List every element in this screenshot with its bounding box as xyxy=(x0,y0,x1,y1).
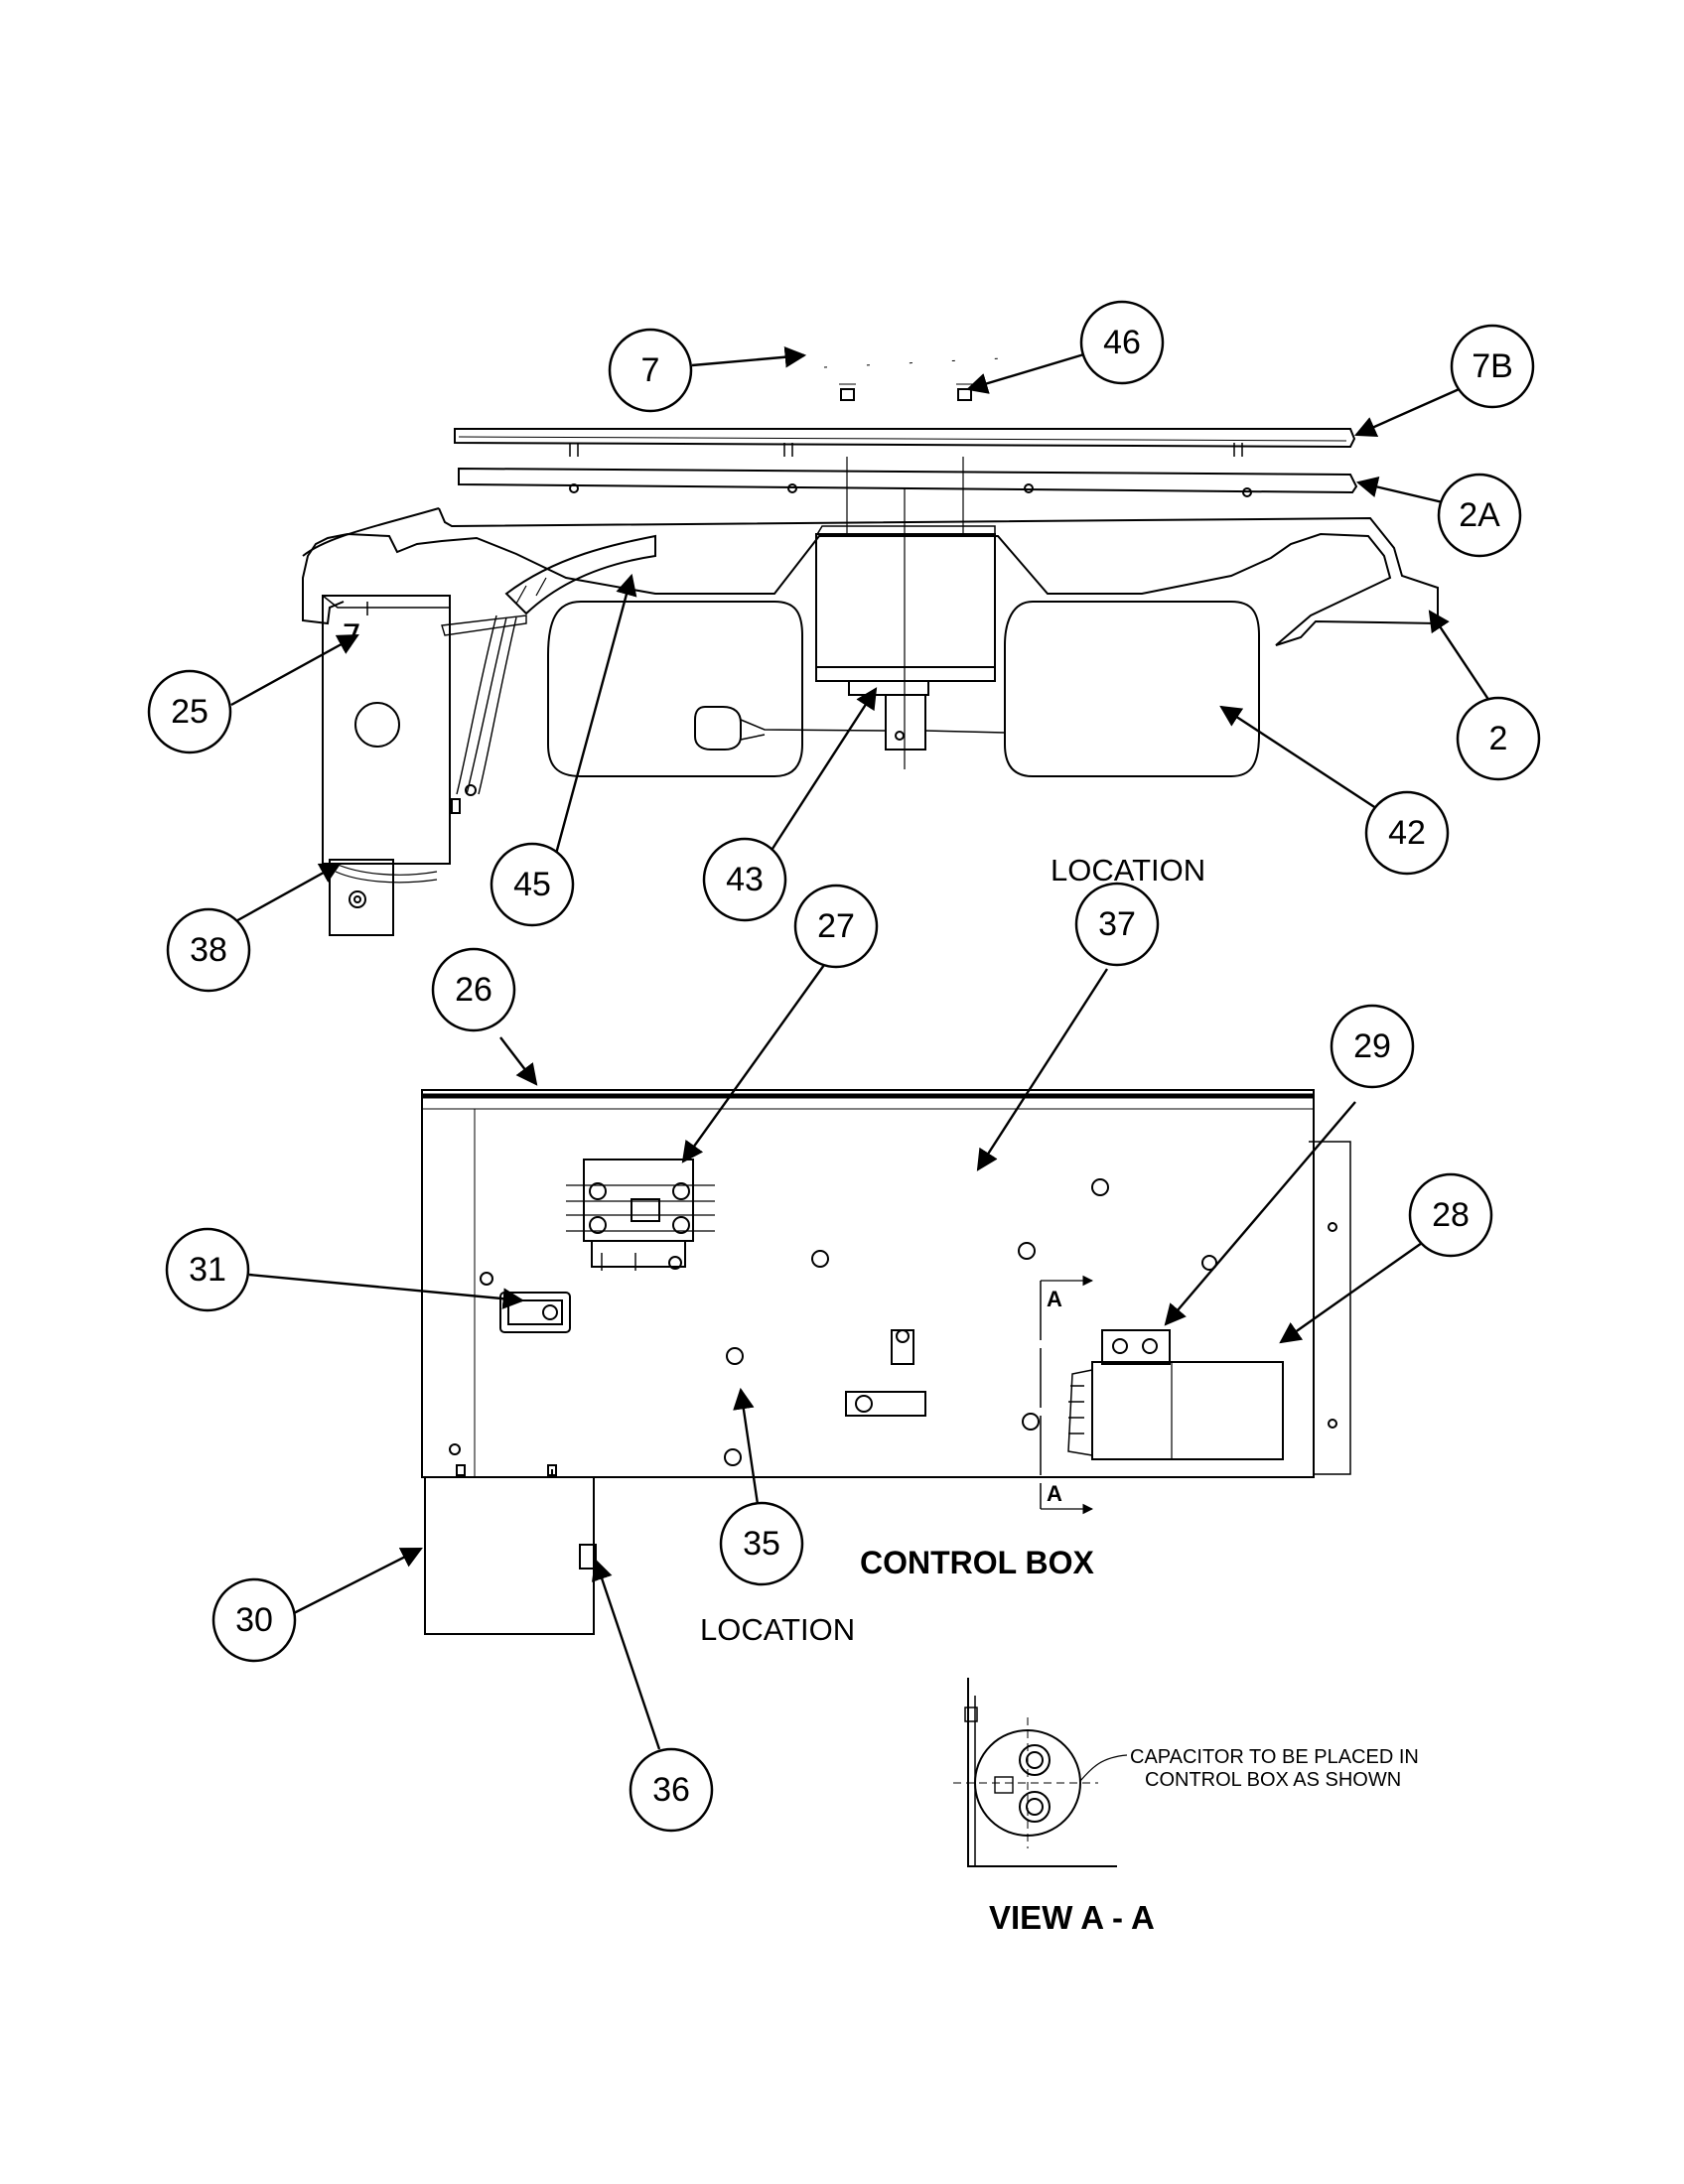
rail-7b xyxy=(454,428,1356,449)
callout-31-number: 31 xyxy=(189,1251,226,1289)
blower-wheel-right xyxy=(1004,601,1260,777)
control-box-title: CONTROL BOX xyxy=(860,1545,1095,1580)
capacitor-note-line-2: CONTROL BOX AS SHOWN xyxy=(1145,1769,1401,1791)
callout-2-number: 2 xyxy=(1489,720,1508,757)
contactor-27 xyxy=(566,1159,715,1271)
callout-42-number: 42 xyxy=(1388,814,1426,852)
callout-30-number: 30 xyxy=(235,1601,273,1639)
callout-7b-number: 7B xyxy=(1472,347,1513,385)
capacitor-note-line-1: CAPACITOR TO BE PLACED IN xyxy=(1130,1746,1419,1768)
callout-27-number: 27 xyxy=(817,907,855,945)
callout-7b: 7B xyxy=(1450,324,1535,409)
location-label-top: LOCATION xyxy=(1051,853,1205,887)
capacitor-bracket-29 xyxy=(1101,1329,1171,1365)
callout-37-number: 37 xyxy=(1098,905,1136,943)
callout-2a: 2A xyxy=(1437,473,1522,558)
plate-2a xyxy=(458,467,1358,494)
flex-tube xyxy=(504,534,656,615)
location-mark-36 xyxy=(579,1544,597,1570)
lower-box-30 xyxy=(424,1476,595,1635)
leader-lines xyxy=(230,345,1498,1750)
section-a-bottom-label: A xyxy=(1047,1481,1062,1506)
callout-37: 37 xyxy=(1074,882,1160,967)
callout-30: 30 xyxy=(211,1577,297,1663)
callout-42: 42 xyxy=(1364,790,1450,876)
callout-35: 35 xyxy=(719,1501,804,1586)
callout-29: 29 xyxy=(1330,1004,1415,1089)
callout-26-number: 26 xyxy=(455,971,492,1009)
callout-7: 7 xyxy=(608,328,693,413)
callout-27: 27 xyxy=(793,884,879,969)
capacitor-28 xyxy=(1091,1361,1284,1460)
section-a-top-label: A xyxy=(1047,1287,1062,1311)
terminal-31 xyxy=(499,1292,571,1333)
housing-body xyxy=(302,507,1439,646)
blower-wheel-left xyxy=(547,601,803,777)
callout-43-number: 43 xyxy=(726,861,764,898)
electrical-box-25 xyxy=(322,595,451,865)
callout-36: 36 xyxy=(629,1747,714,1833)
callout-7-number: 7 xyxy=(641,351,660,389)
view-title: VIEW A - A xyxy=(989,1899,1155,1936)
callout-26: 26 xyxy=(431,947,516,1032)
callout-28-number: 28 xyxy=(1432,1196,1470,1234)
handwritten-mark: 7 xyxy=(342,617,361,655)
view-a-a xyxy=(953,1678,1128,1867)
blower-motor xyxy=(815,533,996,682)
callout-38: 38 xyxy=(166,907,251,993)
callout-31: 31 xyxy=(165,1227,250,1312)
callout-43: 43 xyxy=(702,837,787,922)
location-label-bottom: LOCATION xyxy=(700,1612,855,1647)
nut xyxy=(840,388,855,401)
callout-25: 25 xyxy=(147,669,232,754)
control-panel-26 xyxy=(421,1089,1315,1478)
callout-35-number: 35 xyxy=(743,1525,780,1563)
callout-2a-number: 2A xyxy=(1459,496,1500,534)
blower-assembly xyxy=(302,356,1439,936)
control-box-assembly xyxy=(421,1089,1351,1635)
callout-25-number: 25 xyxy=(171,693,209,731)
nut-46 xyxy=(957,388,972,401)
callout-29-number: 29 xyxy=(1353,1027,1391,1065)
callout-36-number: 36 xyxy=(652,1771,690,1809)
callout-2: 2 xyxy=(1456,696,1541,781)
callout-28: 28 xyxy=(1408,1172,1493,1258)
callout-45-number: 45 xyxy=(513,866,551,903)
callout-38-number: 38 xyxy=(190,931,227,969)
ground-lug xyxy=(845,1391,926,1417)
callout-46-number: 46 xyxy=(1103,324,1141,361)
callout-45: 45 xyxy=(490,842,575,927)
callout-46: 46 xyxy=(1079,300,1165,385)
